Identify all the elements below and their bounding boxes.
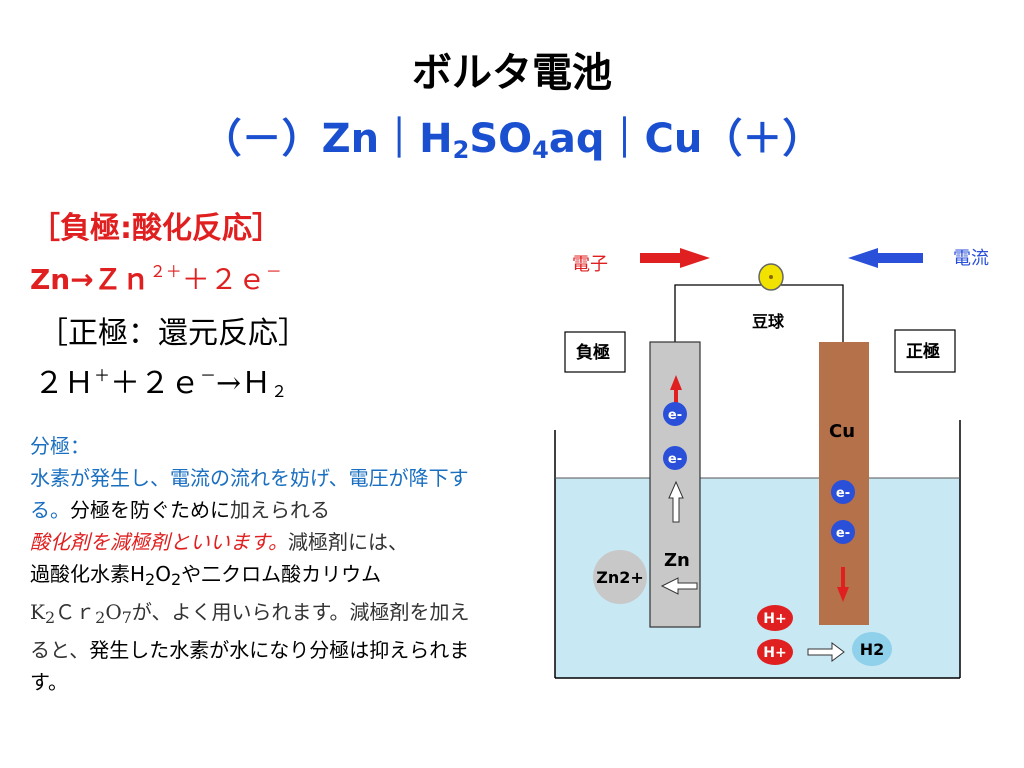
- k-s3: 7: [121, 608, 132, 627]
- bulb-label: 豆球: [752, 312, 785, 331]
- negative-heading: ［負極:酸化反応］: [30, 211, 282, 246]
- cu-label: Cu: [829, 421, 855, 442]
- h2o2-text: 過酸化水素H2O2: [30, 562, 182, 589]
- zn-ion-circle: [593, 550, 647, 604]
- depolarizer-def: 酸化剤を減極剤: [30, 530, 170, 554]
- zn-electron-2: [663, 446, 687, 470]
- negative-equation: Zn→Ｚｎ２＋＋２ｅ－: [30, 258, 282, 298]
- bulb-filament: [769, 275, 773, 279]
- k-c: O: [105, 600, 122, 624]
- depolarizer-intro: 減極剤には、: [288, 530, 408, 554]
- cu-down-arrow: [837, 567, 849, 602]
- pos-eq-sub: ２: [271, 382, 288, 401]
- electron-label: 電子: [572, 254, 608, 275]
- dichromate-text: や二クロム酸カリウム: [181, 562, 382, 586]
- zn-ion-arrow: [660, 577, 698, 595]
- h-ion-2: [757, 639, 793, 665]
- k-s2: 2: [95, 608, 106, 627]
- h2o2-s2: 2: [170, 570, 182, 589]
- pos-eq-b: ＋２ｅ: [110, 366, 201, 401]
- explanation-text: 分極： 水素が発生し、電流の流れを妨げ、電圧が降下する。分極を防ぐために加えられ…: [30, 430, 480, 698]
- polarization-label: 分極：: [30, 434, 90, 458]
- zn-ion-label: Zn2+: [596, 568, 644, 587]
- negative-pole-label: 負極: [576, 342, 610, 363]
- notation-sub1: 2: [452, 136, 470, 164]
- neg-eq-sup2: －: [265, 262, 282, 281]
- h2-molecule: [852, 632, 892, 666]
- electron-arrow-head: [680, 248, 710, 268]
- k2cr2o7-text: K2Ｃｒ2O7: [30, 600, 132, 627]
- cu-electron-2-label: e-: [836, 526, 850, 541]
- notation-mid: SO: [469, 116, 533, 162]
- current-arrow-shaft: [878, 253, 923, 263]
- notation-sub2: 4: [532, 136, 549, 164]
- k-b: Ｃｒ: [55, 600, 96, 624]
- negative-pole-box: [564, 331, 626, 373]
- zn-electron-2-label: e-: [668, 452, 682, 467]
- zn-label: Zn: [664, 550, 690, 571]
- neg-eq-rest: ＋２ｅ: [181, 263, 266, 296]
- k-s1: 2: [44, 608, 56, 627]
- current-arrow-head: [848, 248, 878, 268]
- depolarizer-def-end: といいます。: [170, 530, 288, 554]
- polarization-desc: 水素が発生し、電流の流れを妨げ、電圧が降下する。: [30, 466, 469, 522]
- h-ion-2-label: H+: [763, 645, 786, 661]
- positive-heading: ［正極：還元反応］: [38, 316, 308, 351]
- voltaic-cell-diagram: 豆球 電子 電流 負極 正極 e- e- Zn Zn2+ Cu e- e- H+…: [554, 248, 989, 679]
- positive-pole-label: 正極: [906, 341, 940, 362]
- electron-arrow-shaft: [640, 253, 680, 263]
- cell-notation: （－）Zn｜H2SO4aq｜Cu（＋）: [0, 106, 1024, 164]
- result-text: 発生した水素が水になり分極は抑えられます。: [30, 638, 470, 694]
- h2o2-b: O: [155, 562, 171, 586]
- neg-eq-main: Zn→Ｚｎ: [30, 263, 150, 296]
- h2o2-s1: 2: [145, 570, 156, 589]
- commonly-used: が、よく用いられます。減極剤を加えると、: [30, 600, 470, 662]
- h-ion-1-label: H+: [763, 611, 786, 627]
- pos-eq-sup2: －: [200, 366, 217, 385]
- notation-suffix: aq｜Cu（＋）: [548, 116, 823, 162]
- pos-eq-c: →Ｈ: [216, 366, 272, 401]
- zn-hollow-up-arrow: [668, 480, 684, 523]
- h2-label: H2: [860, 640, 885, 659]
- cu-electron-2: [831, 520, 855, 544]
- positive-equation: ２Ｈ＋＋２ｅ－→Ｈ２: [34, 358, 287, 402]
- h2o2-a: 過酸化水素H: [30, 562, 146, 586]
- wire: [674, 284, 844, 342]
- pos-eq-sup1: ＋: [94, 366, 111, 385]
- h-ion-1: [757, 605, 793, 631]
- added-text: 加えられる: [230, 498, 330, 522]
- cu-electron-1: [831, 480, 855, 504]
- cu-electron-1-label: e-: [836, 486, 850, 501]
- zn-electron-1: [663, 402, 687, 426]
- h2-formation-arrow: [807, 642, 845, 662]
- neg-eq-sup: ２＋: [149, 262, 182, 281]
- zn-electron-1-label: e-: [668, 408, 682, 423]
- pos-eq-a: ２Ｈ: [34, 366, 94, 401]
- k-a: K: [30, 600, 45, 624]
- prevent-text: 分極を防ぐために: [70, 498, 230, 522]
- current-label: 電流: [953, 248, 989, 269]
- zn-up-arrow: [670, 375, 682, 405]
- notation-prefix: （－）Zn｜H: [201, 116, 453, 162]
- positive-pole-box: [894, 329, 956, 373]
- page-title: ボルタ電池: [412, 50, 612, 96]
